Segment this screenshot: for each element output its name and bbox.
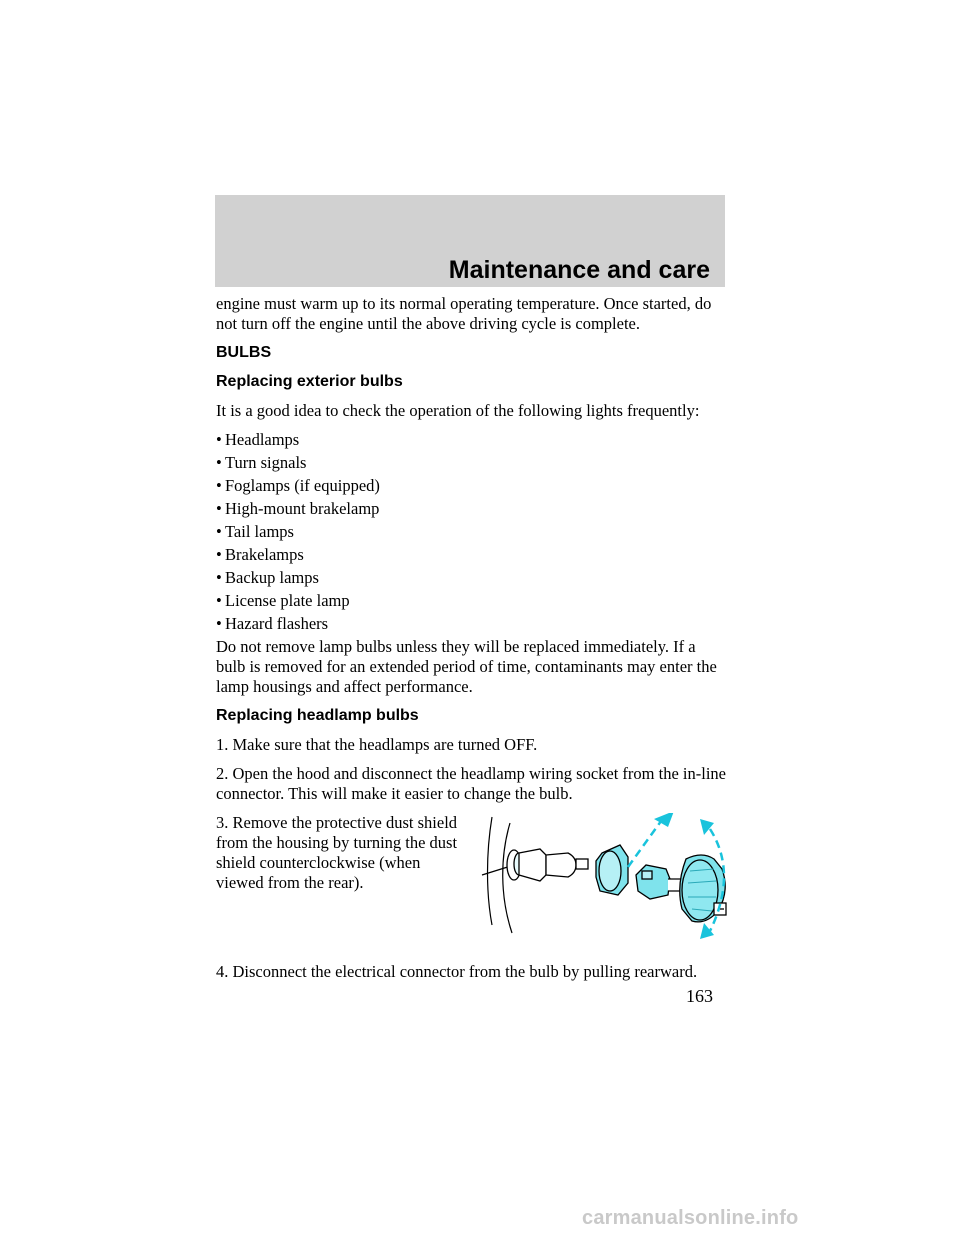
bullet-mark: • — [216, 591, 222, 610]
watermark: carmanualsonline.info — [582, 1207, 799, 1229]
list-item: •Tail lamps — [216, 522, 294, 541]
step-4: 4. Disconnect the electrical connector f… — [216, 962, 698, 981]
bullet-mark: • — [216, 614, 222, 633]
list-item: •Foglamps (if equipped) — [216, 476, 380, 495]
page-content: engine must warm up to its normal operat… — [216, 294, 728, 991]
step-1: 1. Make sure that the headlamps are turn… — [216, 735, 538, 754]
bullet-mark: • — [216, 476, 222, 495]
list-item: •License plate lamp — [216, 591, 350, 610]
bullet-mark: • — [216, 568, 222, 587]
bullet-mark: • — [216, 430, 222, 449]
exterior-bulbs-heading: Replacing exterior bulbs — [216, 373, 403, 390]
bulb-socket — [506, 848, 589, 882]
bullet-mark: • — [216, 522, 222, 541]
removal-note: Do not remove lamp bulbs unless they wil… — [216, 637, 717, 696]
page-number: 163 — [686, 986, 713, 1006]
exterior-lead-text: It is a good idea to check the operation… — [216, 401, 700, 420]
housing-edge-line — [502, 822, 513, 934]
bulbs-heading: BULBS — [216, 344, 272, 361]
section-title: Maintenance and care — [448, 256, 710, 284]
arrowhead — [654, 813, 714, 939]
electrical-connector — [635, 864, 683, 900]
step-2: 2. Open the hood and disconnect the head… — [216, 764, 726, 803]
list-item: •Headlamps — [216, 430, 300, 449]
step-3: 3. Remove the protective dust shield fro… — [216, 813, 458, 892]
housing-edge-line — [486, 816, 493, 926]
bullet-mark: • — [216, 545, 222, 564]
rotation-arrow — [626, 816, 726, 932]
section-header: Maintenance and care — [215, 195, 725, 287]
retaining-ring — [595, 844, 629, 896]
headlamp-bulbs-heading: Replacing headlamp bulbs — [216, 707, 419, 724]
bullet-mark: • — [216, 499, 222, 518]
list-item: •Backup lamps — [216, 568, 319, 587]
list-item: •Hazard flashers — [216, 614, 329, 633]
lights-list: •Headlamps •Turn signals •Foglamps (if e… — [216, 430, 728, 634]
dust-shield-illustration — [481, 813, 727, 939]
step-3-block: 3. Remove the protective dust shield fro… — [216, 813, 728, 953]
intro-paragraph: engine must warm up to its normal operat… — [216, 294, 712, 333]
bullet-mark: • — [216, 453, 222, 472]
list-item: •Turn signals — [216, 453, 307, 472]
list-item: •High-mount brakelamp — [216, 499, 380, 518]
list-item: •Brakelamps — [216, 545, 304, 564]
